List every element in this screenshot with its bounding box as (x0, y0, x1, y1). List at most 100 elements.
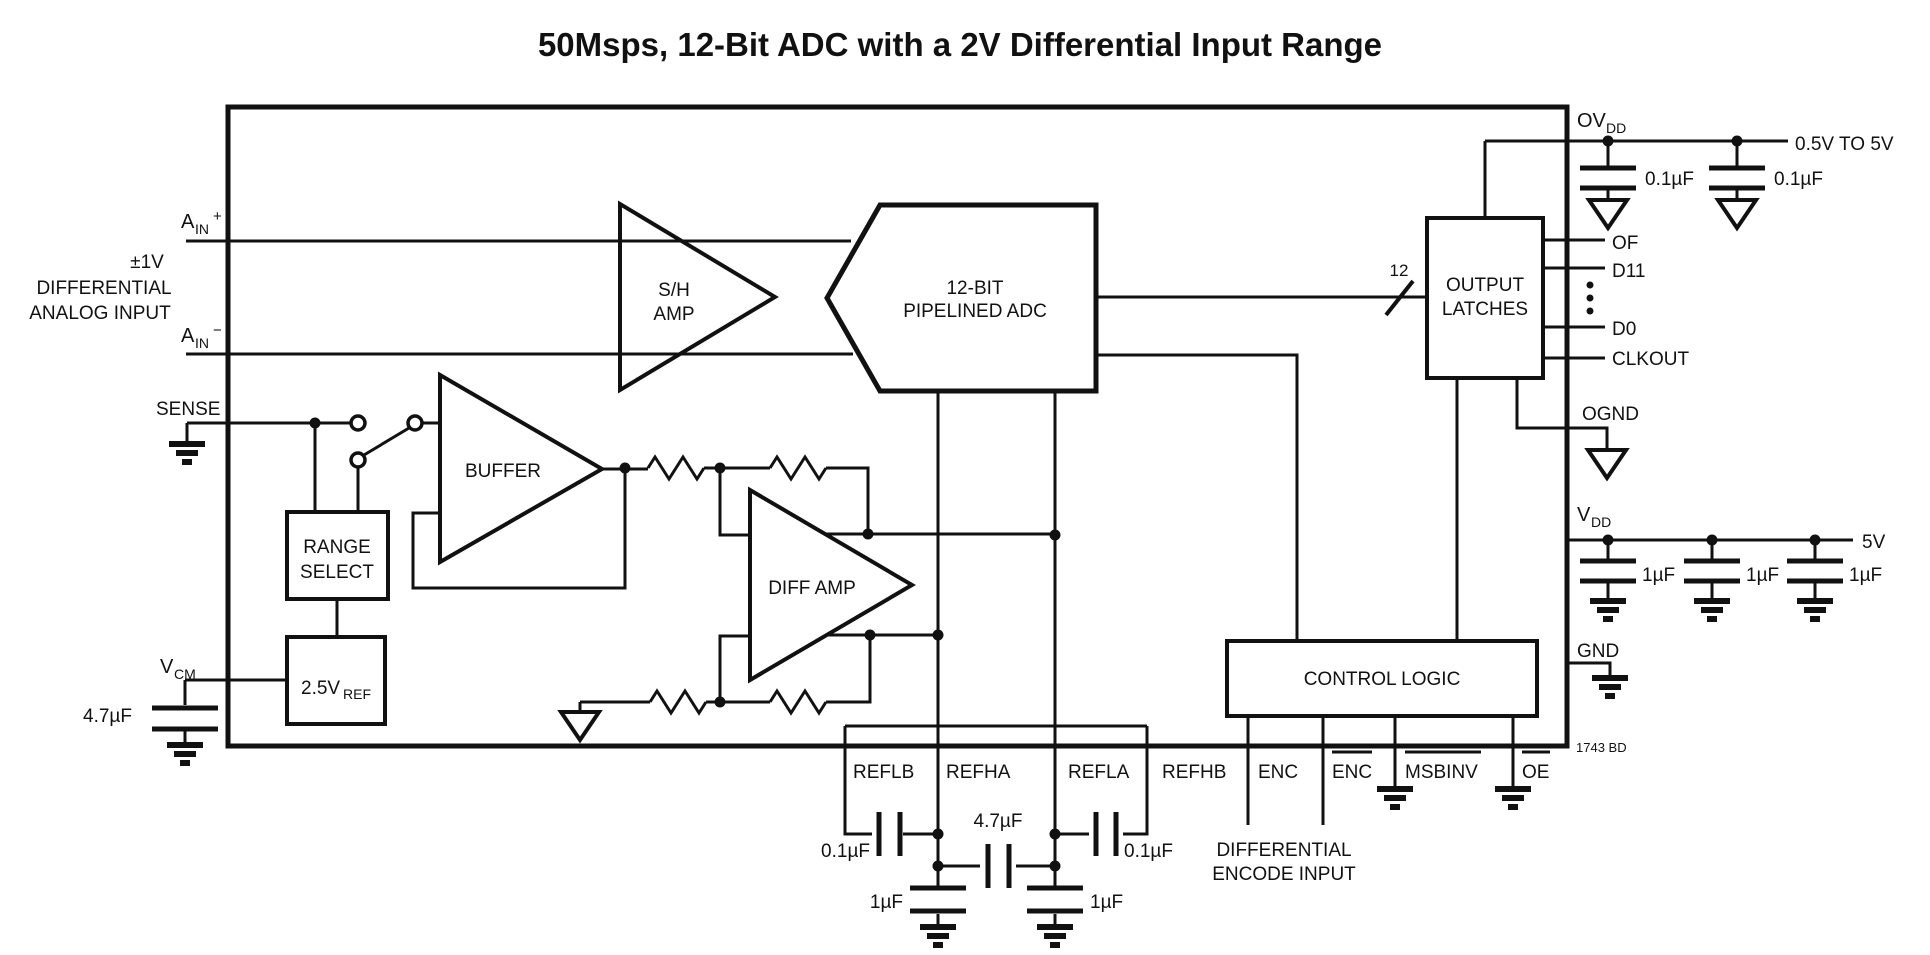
capacitor-refha-1u (910, 885, 966, 914)
capacitor-vdd-1 (1580, 558, 1636, 584)
vcm-sub: CM (174, 666, 196, 682)
vref-block: 2.5V REF (285, 635, 387, 726)
ain-minus-sub: IN (195, 335, 209, 351)
ain-plus-sub: IN (195, 221, 209, 237)
vdd-pin-label: V DD (1577, 504, 1611, 530)
capacitor-ref-4u7 (985, 844, 1012, 888)
ovdd-pin-label: OV DD (1577, 110, 1626, 136)
control-logic-block: CONTROL LOGIC (1225, 639, 1539, 718)
capacitor-refhb-0u1 (1093, 812, 1119, 856)
vdd-base: V (1577, 504, 1591, 526)
vcm-pin-label: V CM (160, 656, 196, 682)
enc-bar-pin-label: ENC (1332, 750, 1372, 783)
ain-plus-label: A IN + (181, 208, 222, 237)
enc-bar-text: ENC (1332, 762, 1372, 783)
vcm-base: V (160, 656, 174, 678)
oe-text: OE (1522, 762, 1549, 783)
refla-cap-value: 1µF (1090, 892, 1123, 913)
vdd-cap1-value: 1µF (1642, 565, 1675, 586)
vcm-cap-value: 4.7µF (83, 706, 132, 727)
refha-pin-label: REFHA (946, 762, 1011, 783)
data-bit-ellipsis (1586, 281, 1594, 315)
refla-pin-label: REFLA (1068, 762, 1130, 783)
analog-input-note: ±1V DIFFERENTIAL ANALOG INPUT (29, 252, 171, 324)
drawing-number: 1743 BD (1576, 740, 1627, 755)
msbinv-text: MSBINV (1405, 762, 1478, 783)
msbinv-pin-label: MSBINV (1405, 750, 1481, 783)
d0-pin-label: D0 (1612, 319, 1636, 340)
agnd-ognd (1584, 448, 1630, 482)
range-select-label-1: RANGE (303, 537, 371, 558)
diff-amp-label: DIFF AMP (768, 578, 856, 599)
sh-amp-label-1: S/H (658, 280, 690, 301)
of-pin-label: OF (1612, 233, 1638, 254)
adc-label-1: 12-BIT (946, 278, 1003, 299)
vdd-sub: DD (1591, 514, 1611, 530)
capacitor-vcm-4u7 (152, 705, 218, 732)
ground-sense (169, 441, 205, 465)
ground-msbinv (1377, 786, 1413, 810)
ground-vcm (167, 742, 203, 766)
bus-width-label: 12 (1390, 261, 1409, 280)
ovdd-supply-label: 0.5V TO 5V (1795, 134, 1894, 155)
page-title: 50Msps, 12-Bit ADC with a 2V Differentia… (538, 26, 1382, 63)
enc-pin-label: ENC (1258, 762, 1298, 783)
vref-label-sub: REF (343, 686, 371, 702)
capacitor-vdd-2 (1684, 558, 1740, 584)
ain-plus-sup: + (213, 208, 222, 225)
refhb-pin-label: REFHB (1162, 762, 1226, 783)
capacitor-reflb-0u1 (876, 812, 903, 856)
output-latches-block: OUTPUT LATCHES (1425, 216, 1545, 380)
bus-slash (1384, 279, 1415, 317)
input-note-1: ±1V (130, 252, 164, 273)
control-logic-label: CONTROL LOGIC (1304, 669, 1461, 690)
encode-input-note: DIFFERENTIAL ENCODE INPUT (1212, 840, 1356, 885)
encode-note-2: ENCODE INPUT (1212, 864, 1356, 885)
range-select-label-2: SELECT (300, 562, 374, 583)
output-latches-label-2: LATCHES (1442, 299, 1528, 320)
agnd-diff-amp (557, 710, 603, 744)
d11-pin-label: D11 (1612, 261, 1645, 282)
sh-amp-block: S/H AMP (618, 200, 779, 394)
refhb-cap-value: 0.1µF (1124, 841, 1173, 862)
refha-cap-value: 1µF (870, 892, 903, 913)
ovdd-cap2-value: 0.1µF (1774, 169, 1823, 190)
input-note-2: DIFFERENTIAL (36, 278, 171, 299)
input-note-3: ANALOG INPUT (29, 303, 171, 324)
ovdd-sub: DD (1606, 120, 1626, 136)
ground-vdd-2 (1694, 598, 1730, 622)
ground-refha (920, 924, 956, 948)
oe-pin-label: OE (1522, 750, 1550, 783)
encode-note-1: DIFFERENTIAL (1216, 840, 1351, 861)
vref-label: 2.5V (301, 678, 340, 699)
diff-amp-block: DIFF AMP (748, 486, 916, 684)
buffer-block: BUFFER (438, 371, 607, 566)
resistor-bottom-series (648, 688, 708, 716)
gnd-pin-label: GND (1577, 641, 1619, 662)
ground-vdd-3 (1797, 598, 1833, 622)
agnd-ovdd-2 (1714, 198, 1760, 232)
range-select-block: RANGE SELECT (285, 510, 390, 601)
capacitor-ovdd-1 (1580, 165, 1636, 191)
wires (183, 139, 1853, 925)
adc-block: 12-BIT PIPELINED ADC (824, 202, 1099, 394)
reflb-cap-value: 0.1µF (821, 841, 870, 862)
sense-switch (349, 414, 424, 469)
ground-vdd-1 (1590, 598, 1626, 622)
vdd-cap2-value: 1µF (1746, 565, 1779, 586)
junction-dots (309, 135, 1821, 872)
ground-gnd-pin (1592, 675, 1628, 699)
agnd-ovdd-1 (1585, 198, 1631, 232)
buffer-label: BUFFER (465, 461, 541, 482)
ground-oe (1495, 786, 1531, 810)
clkout-pin-label: CLKOUT (1612, 349, 1689, 370)
capacitor-ovdd-2 (1709, 165, 1765, 191)
sense-pin-label: SENSE (156, 399, 220, 420)
reflb-pin-label: REFLB (853, 762, 914, 783)
ain-plus-base: A (181, 211, 195, 233)
sh-amp-label-2: AMP (653, 304, 694, 325)
ain-minus-sup: − (213, 322, 222, 339)
ovdd-cap1-value: 0.1µF (1645, 169, 1694, 190)
